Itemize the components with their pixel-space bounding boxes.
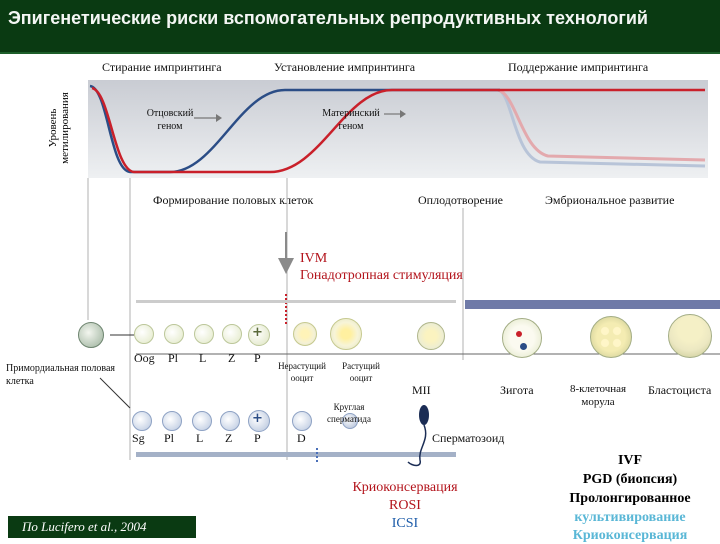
oocyte-pl-cell-icon bbox=[164, 324, 184, 344]
mii-oocyte-icon bbox=[417, 322, 445, 350]
tech-icsi: ICSI bbox=[391, 516, 419, 531]
label-oog: Oog bbox=[134, 351, 155, 365]
spermatogonium-cell-icon bbox=[132, 411, 152, 431]
phase-erasure: Стирание импринтинга bbox=[102, 60, 222, 74]
morula-icon bbox=[590, 316, 632, 358]
label-sperm-l: L bbox=[196, 431, 204, 445]
ivm-label: IVM Гонадотропная стимуляция bbox=[300, 250, 463, 284]
label-spermatozoon: Сперматозоид bbox=[432, 431, 505, 445]
stage-germ-cell-formation: Формирование половых клеток bbox=[153, 193, 314, 207]
label-growing: Растущий ооцит bbox=[342, 361, 380, 383]
tech-cryopreservation-left: Криоконсервация bbox=[352, 480, 458, 495]
title-bar: Эпигенетические риски вспомогательных ре… bbox=[0, 0, 720, 54]
label-sg: Sg bbox=[132, 431, 145, 445]
non-growing-oocyte-icon bbox=[293, 322, 317, 346]
growing-oocyte-icon bbox=[330, 318, 362, 350]
label-non-growing: Нерастущий ооцит bbox=[278, 361, 326, 383]
label-sperm-d: D bbox=[297, 431, 306, 445]
label-mii: MII bbox=[412, 383, 431, 397]
oogonium-cell-icon bbox=[134, 324, 154, 344]
stage-embryo-development: Эмбриональное развитие bbox=[545, 193, 675, 207]
label-sperm-z: Z bbox=[225, 431, 233, 445]
tech-culture: культивирование bbox=[574, 510, 686, 525]
phase-maintenance: Поддержание импринтинга bbox=[508, 60, 649, 74]
stage-fertilization: Оплодотворение bbox=[418, 193, 504, 207]
sperm-d-cell-icon bbox=[292, 411, 312, 431]
label-oocyte-z: Z bbox=[228, 351, 236, 365]
source-credit: По Lucifero et al., 2004 bbox=[8, 516, 196, 538]
zygote-pronucleus-red bbox=[516, 331, 522, 337]
blastocyst-icon bbox=[668, 314, 712, 358]
tech-ivf: IVF bbox=[617, 453, 643, 468]
label-sperm-pl: Pl bbox=[164, 431, 175, 445]
paternal-genome-label: Отцовский геном bbox=[146, 108, 194, 132]
label-oocyte-pl: Pl bbox=[168, 351, 179, 365]
zygote-icon bbox=[502, 318, 542, 358]
ivm-line1: IVM bbox=[300, 251, 328, 266]
label-round-spermatid: Круглая сперматида bbox=[327, 402, 371, 424]
oocyte-z-cell-icon bbox=[222, 324, 242, 344]
sperm-plus-icon: + bbox=[252, 411, 263, 426]
phase-establishment: Установление импринтинга bbox=[274, 60, 416, 74]
tech-rosi: ROSI bbox=[389, 498, 421, 513]
label-oocyte-l: L bbox=[199, 351, 207, 365]
zygote-pronucleus-blue bbox=[520, 343, 527, 350]
oocyte-p-cell-icon bbox=[248, 324, 270, 346]
tech-prolonged: Пролонгированное bbox=[569, 491, 691, 506]
sperm-z-cell-icon bbox=[220, 411, 240, 431]
round-spermatid-icon bbox=[342, 413, 358, 429]
methylation-graph bbox=[88, 80, 708, 178]
label-morula: 8-клеточная морула bbox=[569, 383, 627, 408]
sperm-p-cell-icon bbox=[248, 410, 270, 432]
tech-cryopreservation-right: Криоконсервация bbox=[572, 528, 688, 543]
maternal-genome-label: Материнский геном bbox=[322, 108, 380, 132]
sperm-l-cell-icon bbox=[192, 411, 212, 431]
page-title: Эпигенетические риски вспомогательных ре… bbox=[8, 8, 649, 28]
sperm-pl-cell-icon bbox=[162, 411, 182, 431]
label-blastocyst: Бластоциста bbox=[648, 383, 712, 397]
primordial-label: Примордиальная половая клетка bbox=[6, 363, 116, 387]
label-zygote: Зигота bbox=[500, 383, 534, 397]
oocyte-l-cell-icon bbox=[194, 324, 214, 344]
label-oocyte-p: P bbox=[254, 351, 261, 365]
tech-pgd: PGD (биопсия) bbox=[582, 472, 678, 487]
primordial-cell-icon bbox=[78, 322, 104, 348]
label-sperm-p: P bbox=[254, 431, 261, 445]
plus-icon: + bbox=[252, 325, 263, 340]
ivm-line2: Гонадотропная стимуляция bbox=[300, 268, 463, 283]
